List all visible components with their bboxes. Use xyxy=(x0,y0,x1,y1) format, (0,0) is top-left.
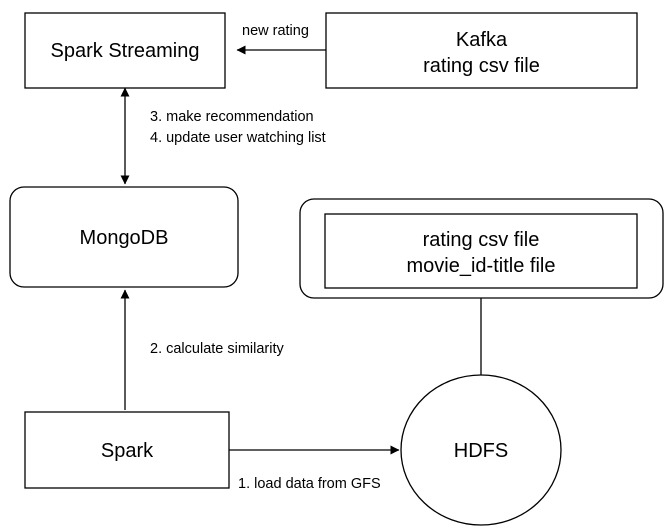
edge-label-calculate-similarity: 2. calculate similarity xyxy=(150,341,285,357)
node-spark: Spark xyxy=(24,411,230,489)
node-hdfs-files-inner xyxy=(324,213,638,289)
node-mongodb: MongoDB xyxy=(9,186,239,288)
edge-label-load-data: 1. load data from GFS xyxy=(238,476,381,492)
edge-label-update-watching-list: 4. update user watching list xyxy=(150,130,326,146)
edge-label-make-recommendation: 3. make recommendation xyxy=(150,109,314,125)
node-kafka: Kafka rating csv file xyxy=(325,12,638,89)
edge-label-new-rating: new rating xyxy=(242,23,309,39)
node-spark-streaming: Spark Streaming xyxy=(24,12,226,89)
node-kafka-line-1: Kafka xyxy=(456,29,508,51)
node-hdfs-label: HDFS xyxy=(454,440,508,462)
node-hdfs: HDFS xyxy=(400,374,562,526)
node-spark-label: Spark xyxy=(101,440,154,462)
node-hdfs-files-line-2: movie_id-title file xyxy=(407,255,556,277)
node-mongodb-label: MongoDB xyxy=(80,227,169,249)
node-hdfs-files-line-1: rating csv file xyxy=(423,229,540,251)
node-hdfs-file-group: rating csv file movie_id-title file xyxy=(299,198,664,299)
node-kafka-line-2: rating csv file xyxy=(423,55,540,77)
node-spark-streaming-label: Spark Streaming xyxy=(51,40,200,62)
